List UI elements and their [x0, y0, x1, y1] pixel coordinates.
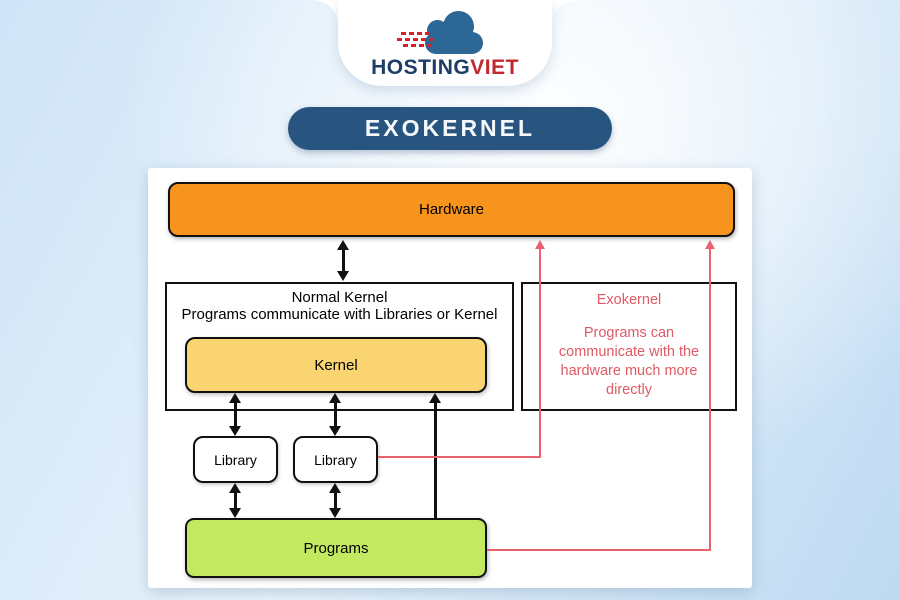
brand-hosting: HOSTING	[371, 56, 471, 79]
exokernel-description: Programs can communicate with the hardwa…	[558, 325, 700, 398]
arrow-library2-programs	[329, 483, 341, 518]
library-label: Library	[314, 451, 357, 468]
kernel-label: Kernel	[314, 356, 358, 374]
library-box-1: Library	[193, 436, 278, 483]
programs-label: Programs	[303, 539, 369, 557]
exokernel-path-library-vertical	[539, 248, 541, 457]
programs-box: Programs	[185, 518, 487, 578]
exokernel-info-box: Exokernel Programs can communicate with …	[521, 282, 737, 411]
exokernel-arrowhead-programs-path	[705, 240, 715, 249]
arrow-programs-kernel	[429, 393, 441, 518]
speed-lines-icon	[397, 38, 435, 41]
logo-tab-curve-left	[314, 0, 338, 24]
library-label: Library	[214, 451, 257, 468]
arrow-hardware-kernel	[337, 240, 349, 281]
exokernel-arrowhead-library-path	[535, 240, 545, 249]
brand-name: HOSTINGVIET	[338, 56, 552, 80]
exokernel-path-library-horizontal	[378, 456, 541, 458]
title-text: EXOKERNEL	[364, 115, 536, 141]
diagram-panel: Hardware Normal Kernel Programs communic…	[148, 168, 752, 588]
exokernel-title: Exokernel	[596, 292, 662, 308]
exokernel-path-programs-horizontal	[487, 549, 711, 551]
library-box-2: Library	[293, 436, 378, 483]
brand-viet: VIET	[470, 56, 519, 79]
cloud-body	[425, 32, 483, 54]
normal-kernel-subtitle: Programs communicate with Libraries or K…	[181, 306, 498, 323]
title-banner: EXOKERNEL	[288, 107, 612, 150]
exokernel-path-programs-vertical	[709, 248, 711, 550]
logo-tab: HOSTINGVIET	[338, 0, 552, 86]
arrow-kernel-library2	[329, 393, 341, 436]
arrow-kernel-library1	[229, 393, 241, 436]
normal-kernel-title: Normal Kernel	[291, 289, 388, 306]
cloud-icon	[393, 8, 497, 58]
logo-tab-curve-right	[552, 0, 576, 24]
speed-lines-icon	[401, 32, 431, 35]
speed-lines-icon	[403, 44, 431, 47]
arrow-library1-programs	[229, 483, 241, 518]
hardware-box: Hardware	[168, 182, 735, 237]
kernel-box: Kernel	[185, 337, 487, 393]
hardware-label: Hardware	[418, 201, 485, 218]
